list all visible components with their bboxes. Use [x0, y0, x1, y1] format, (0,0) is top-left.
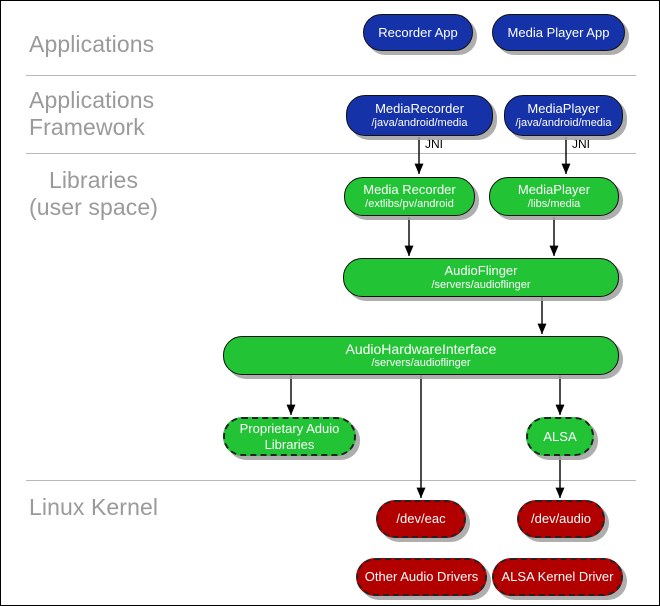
node-alsa-kernel-driver[interactable]: ALSA Kernel Driver: [492, 558, 623, 596]
node-other-audio-drivers-title: Other Audio Drivers: [364, 569, 479, 584]
node-alsa-title: ALSA: [543, 428, 577, 444]
node-other-audio-drivers[interactable]: Other Audio Drivers: [356, 558, 487, 596]
node-mediarecorder-framework[interactable]: MediaRecorder /java/android/media: [346, 95, 493, 136]
node-audiohardwareinterface-title: AudioHardwareInterface: [345, 341, 497, 357]
node-mediaplayer-lib-path: /libs/media: [527, 198, 581, 210]
node-dev-eac-title: /dev/eac: [396, 511, 446, 526]
divider-applications: [26, 75, 636, 76]
node-alsa[interactable]: ALSA: [526, 417, 594, 456]
edge-label-jni-left: JNI: [425, 137, 443, 151]
node-proprietary-audio-libraries-title: Proprietary Aduio: [239, 420, 340, 436]
node-audioflinger-path: /servers/audioflinger: [431, 279, 531, 291]
divider-kernel: [26, 480, 636, 481]
node-media-player-app[interactable]: Media Player App: [492, 14, 625, 51]
node-mediaplayer-framework-path: /java/android/media: [515, 117, 612, 129]
node-media-recorder-lib-path: /extlibs/pv/android: [365, 198, 454, 210]
node-dev-audio-title: /dev/audio: [531, 511, 591, 526]
node-media-recorder-lib[interactable]: Media Recorder /extlibs/pv/android: [344, 177, 475, 216]
node-mediarecorder-framework-path: /java/android/media: [371, 117, 468, 129]
node-audioflinger-title: AudioFlinger: [444, 263, 518, 278]
edge-label-jni-right: JNI: [572, 137, 590, 151]
node-audiohardwareinterface-path: /servers/audioflinger: [371, 357, 471, 369]
node-audiohardwareinterface[interactable]: AudioHardwareInterface /servers/audiofli…: [223, 336, 619, 375]
node-proprietary-audio-libraries-subtitle: Libraries: [264, 436, 315, 452]
layer-label-libraries: Libraries (user space): [28, 167, 159, 220]
node-audioflinger[interactable]: AudioFlinger /servers/audioflinger: [343, 258, 619, 297]
layer-label-applications: Applications: [29, 31, 155, 57]
node-mediaplayer-lib-title: MediaPlayer: [517, 182, 591, 197]
node-mediaplayer-framework-title: MediaPlayer: [527, 101, 600, 116]
layer-label-linux-kernel: Linux Kernel: [29, 494, 159, 520]
node-alsa-kernel-driver-title: ALSA Kernel Driver: [501, 569, 614, 584]
node-mediaplayer-framework[interactable]: MediaPlayer /java/android/media: [504, 95, 623, 136]
layer-label-applications-framework: Applications Framework: [29, 87, 155, 140]
node-media-recorder-lib-title: Media Recorder: [363, 182, 456, 197]
node-media-player-app-title: Media Player App: [507, 24, 610, 40]
node-recorder-app-title: Recorder App: [378, 24, 458, 40]
node-proprietary-audio-libraries[interactable]: Proprietary Aduio Libraries: [223, 417, 356, 456]
divider-framework: [26, 153, 636, 154]
node-recorder-app[interactable]: Recorder App: [363, 14, 473, 51]
node-dev-eac[interactable]: /dev/eac: [376, 500, 466, 538]
node-mediarecorder-framework-title: MediaRecorder: [375, 101, 464, 116]
node-mediaplayer-lib[interactable]: MediaPlayer /libs/media: [489, 177, 619, 216]
node-dev-audio[interactable]: /dev/audio: [517, 500, 605, 538]
